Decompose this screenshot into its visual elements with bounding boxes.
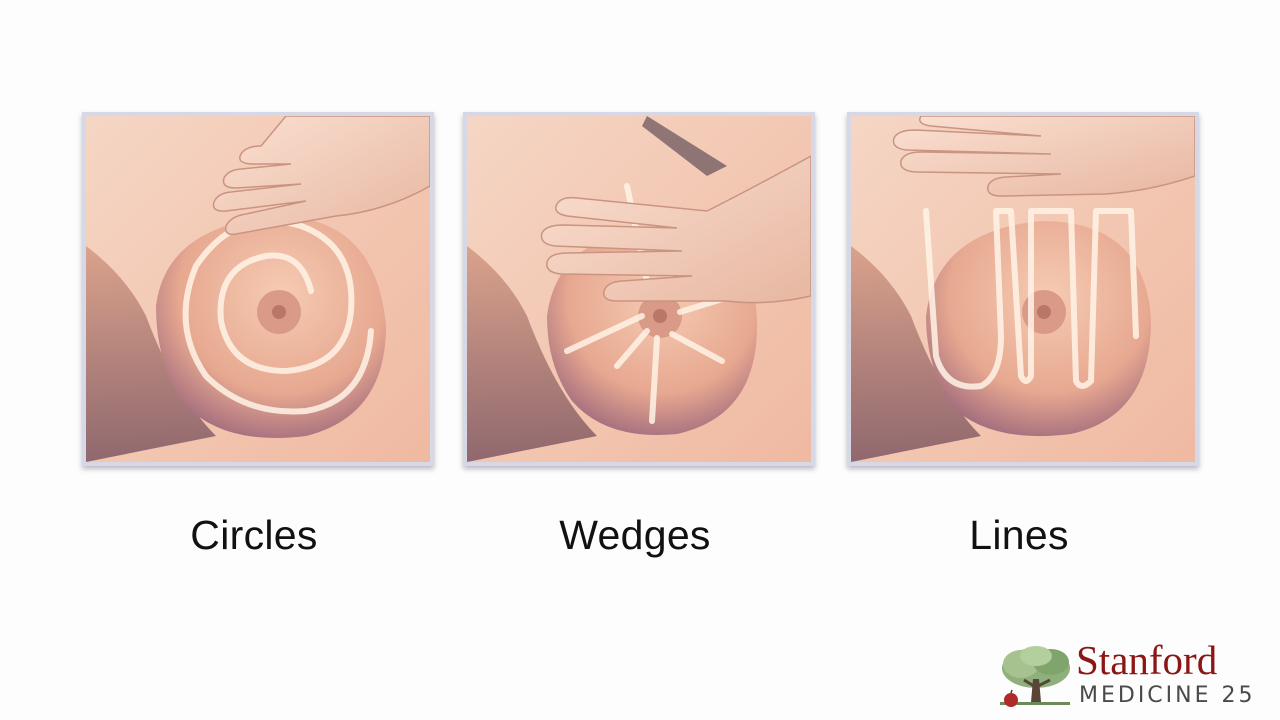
- lines-panel: [847, 112, 1199, 466]
- circles-panel: [82, 112, 434, 466]
- lines-illustration: [851, 116, 1195, 462]
- logo-subtitle: MEDICINE 25: [1079, 683, 1256, 708]
- lines-caption: Lines: [969, 512, 1069, 558]
- logo-title: Stanford: [1076, 637, 1218, 683]
- wedges-caption: Wedges: [559, 512, 711, 558]
- circles-illustration: [86, 116, 430, 462]
- wedges-illustration: [467, 116, 811, 462]
- wedges-panel: [463, 112, 815, 466]
- hand-icon: [212, 116, 430, 236]
- hand-icon: [540, 116, 811, 304]
- hand-icon: [892, 116, 1195, 197]
- stanford-medicine-logo: Stanford MEDICINE 25: [996, 637, 1256, 712]
- circles-caption: Circles: [190, 512, 318, 558]
- tree-with-apple-icon: [1000, 646, 1070, 707]
